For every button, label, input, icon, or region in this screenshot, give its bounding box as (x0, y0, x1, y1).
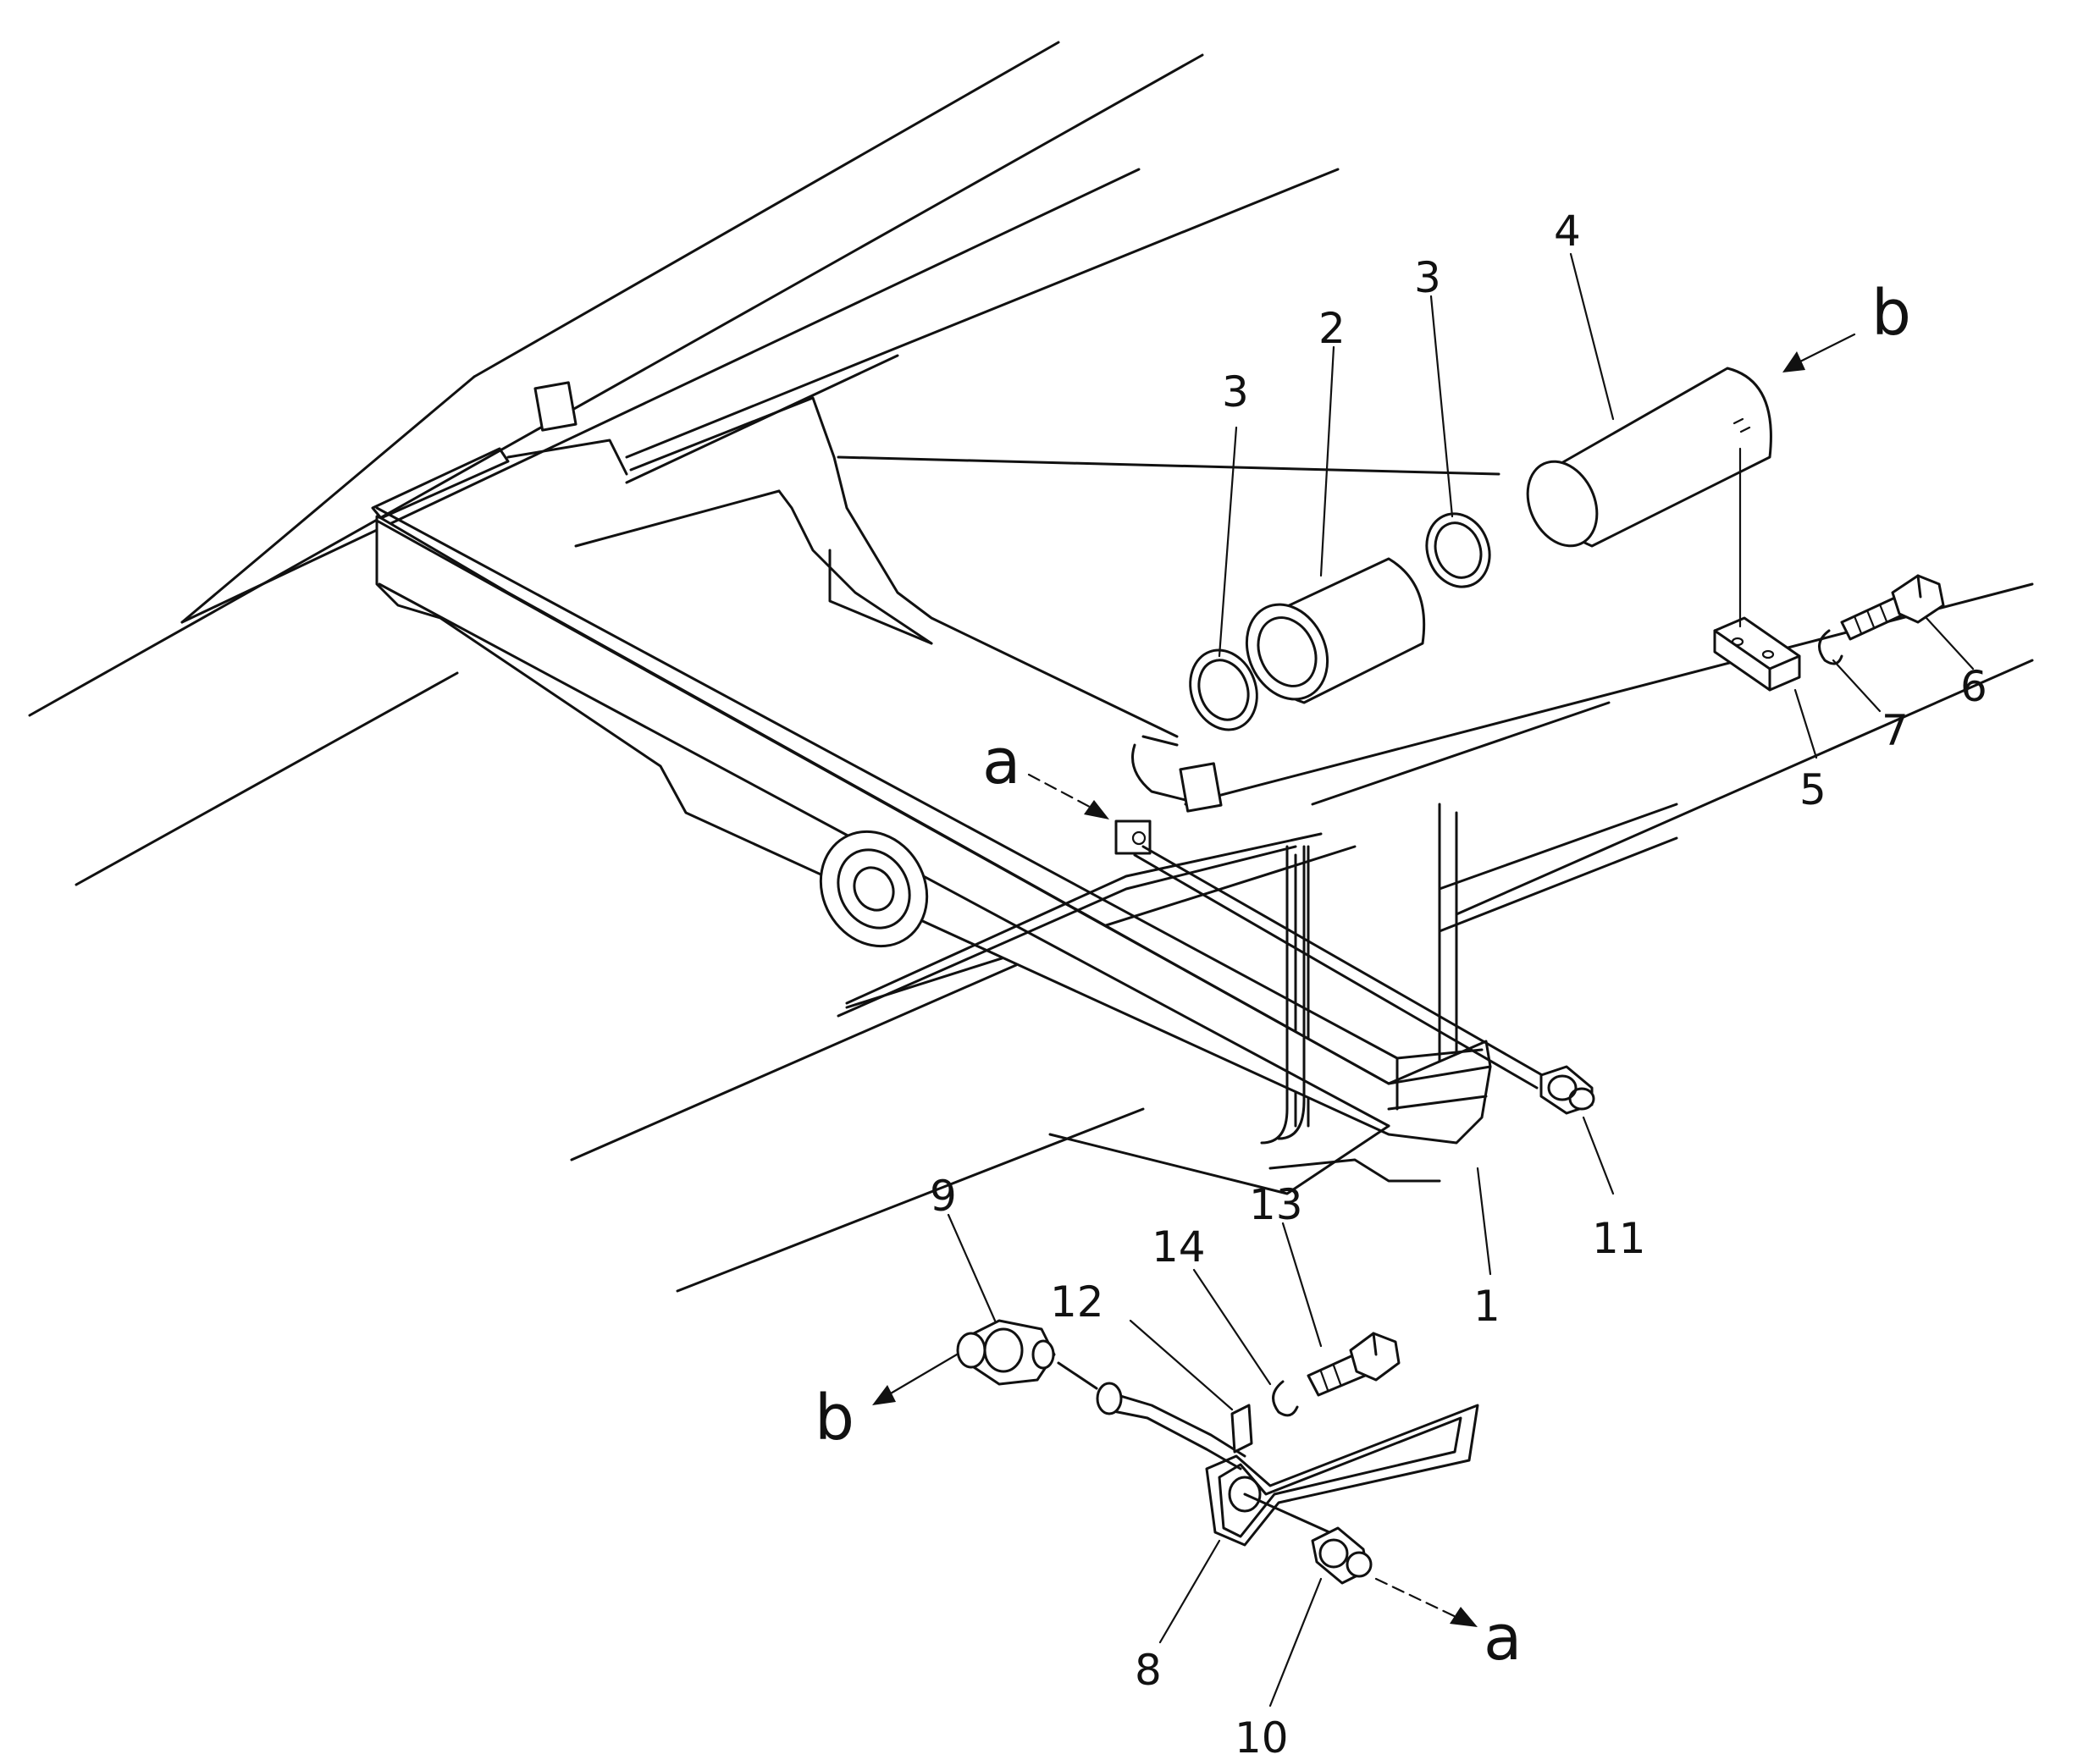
label-11: 11 (1592, 1214, 1646, 1263)
plate-5 (1713, 616, 1801, 692)
washer-3-right (1425, 512, 1491, 588)
label-6: 6 (1960, 662, 1987, 711)
label-4: 4 (1554, 207, 1581, 256)
label-13: 13 (1249, 1180, 1303, 1229)
label-5: 5 (1799, 765, 1826, 814)
roller (819, 830, 929, 948)
washer-14 (1272, 1380, 1299, 1417)
frame-brackets (533, 381, 1223, 855)
arm-frame (371, 396, 1492, 1195)
label-10: 10 (1235, 1713, 1289, 1756)
label-7: 7 (1882, 706, 1909, 755)
washer-3-left (1189, 648, 1258, 731)
hose (1057, 1361, 1246, 1470)
grease-line-a (1133, 845, 1551, 1090)
bracket-8 (1205, 1404, 1479, 1547)
bolt-13 (1307, 1332, 1401, 1397)
mark-b-bottom: b (815, 1382, 854, 1454)
bolt-6 (1840, 574, 1945, 641)
connection-arrows (872, 333, 1856, 1627)
bushing-2 (1245, 557, 1426, 704)
clamp-12 (1230, 1404, 1253, 1454)
label-2: 2 (1318, 304, 1346, 353)
mark-b-top: b (1871, 277, 1911, 350)
mark-a-bottom: a (1484, 1602, 1522, 1674)
label-9: 9 (930, 1172, 957, 1221)
callout-labels: 1 2 3 3 4 5 6 7 8 9 10 11 12 13 14 a a b… (815, 207, 1987, 1760)
label-14: 14 (1152, 1222, 1206, 1272)
label-3b: 3 (1414, 253, 1441, 302)
leader-lines (947, 252, 1975, 1708)
label-3a: 3 (1222, 367, 1249, 417)
washer-7 (1818, 629, 1843, 665)
mark-a-top: a (982, 726, 1020, 798)
label-12: 12 (1050, 1277, 1104, 1327)
label-8: 8 (1135, 1646, 1162, 1695)
elbow-9 (956, 1319, 1056, 1386)
fitting-10 (1311, 1526, 1373, 1585)
pin-4 (1526, 367, 1772, 548)
fitting-11 (1539, 1065, 1595, 1115)
label-1: 1 (1473, 1282, 1500, 1331)
